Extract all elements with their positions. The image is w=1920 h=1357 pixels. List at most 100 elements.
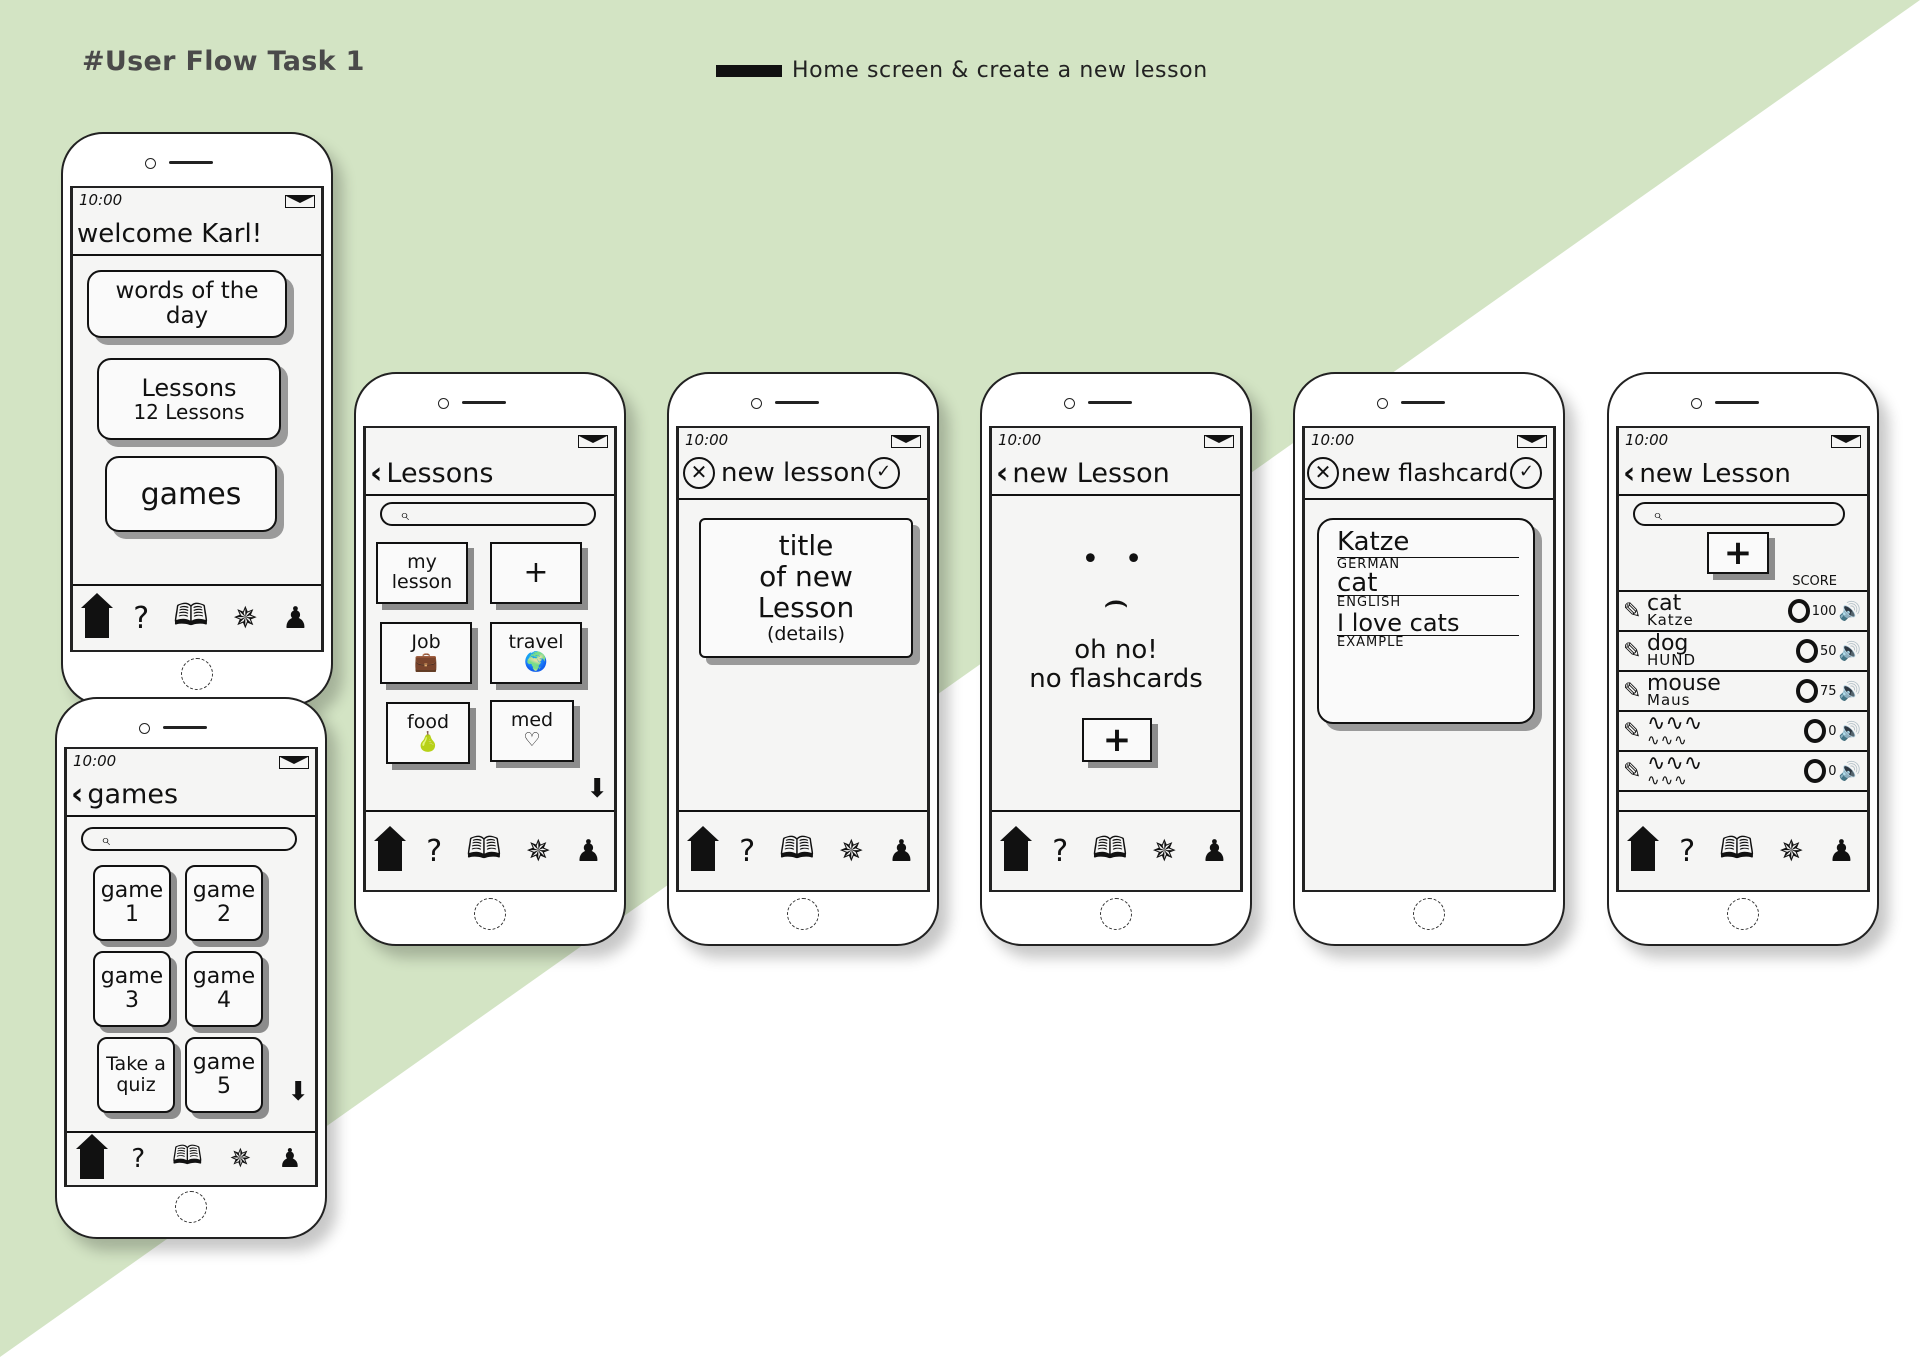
game-tile-2[interactable]: game 2 bbox=[185, 865, 263, 941]
home-button[interactable] bbox=[474, 898, 506, 930]
game-tile-1[interactable]: game 1 bbox=[93, 865, 171, 941]
edit-pencil-icon[interactable]: ✎ bbox=[1623, 758, 1642, 784]
example-input[interactable]: I love cats bbox=[1337, 611, 1519, 636]
tile-label: travel bbox=[508, 631, 564, 654]
game-tile-3[interactable]: game 3 bbox=[93, 951, 171, 1027]
home-icon[interactable] bbox=[1627, 826, 1660, 871]
home-header: welcome Karl! bbox=[73, 213, 321, 256]
scroll-down-arrow-icon[interactable]: ⬇ bbox=[287, 1077, 309, 1107]
book-icon[interactable]: 🕮 bbox=[1092, 830, 1128, 866]
add-flashcard-button[interactable]: + bbox=[1082, 718, 1152, 762]
home-icon[interactable] bbox=[81, 593, 114, 638]
english-word-input[interactable]: cat bbox=[1337, 570, 1519, 597]
lesson-tile-my-lesson[interactable]: my lesson bbox=[376, 542, 468, 604]
add-flashcard-button[interactable]: + bbox=[1707, 532, 1769, 574]
speaker-play-icon[interactable]: 🔊 bbox=[1838, 720, 1861, 742]
words-of-the-day-card[interactable]: words of the day bbox=[87, 270, 287, 338]
row-words: ∿∿∿∿∿∿ bbox=[1647, 753, 1804, 788]
phone-games: 10:00 ‹ games ⌕ game 1 game 2 game 3 gam… bbox=[55, 697, 327, 1239]
question-icon[interactable]: ? bbox=[131, 1144, 146, 1174]
home-button[interactable] bbox=[787, 898, 819, 930]
confirm-icon[interactable]: ✓ bbox=[867, 457, 900, 489]
lesson-tile-food[interactable]: food 🍐 bbox=[386, 702, 470, 764]
new-lesson-form-screen: 10:00 ✕ new lesson ✓ title of new Lesson… bbox=[676, 426, 930, 892]
star-burst-icon[interactable]: ✵ bbox=[1778, 833, 1804, 869]
question-icon[interactable]: ? bbox=[739, 833, 756, 869]
back-arrow-icon[interactable]: ‹ bbox=[370, 456, 383, 491]
back-arrow-icon[interactable]: ‹ bbox=[996, 456, 1009, 491]
question-icon[interactable]: ? bbox=[1679, 833, 1696, 869]
back-arrow-icon[interactable]: ‹ bbox=[71, 777, 84, 812]
tile-label: my bbox=[407, 551, 437, 574]
lesson-tile-travel[interactable]: travel 🌍 bbox=[490, 622, 582, 684]
person-icon[interactable]: ♟ bbox=[1828, 833, 1855, 869]
add-lesson-button[interactable]: + bbox=[490, 542, 582, 604]
person-icon[interactable]: ♟ bbox=[282, 600, 309, 636]
person-icon[interactable]: ♟ bbox=[1201, 833, 1228, 869]
speaker-play-icon[interactable]: 🔊 bbox=[1838, 680, 1861, 702]
scroll-down-arrow-icon[interactable]: ⬇ bbox=[586, 774, 608, 804]
book-icon[interactable]: 🕮 bbox=[173, 597, 209, 633]
search-input[interactable]: ⌕ bbox=[81, 827, 297, 851]
book-icon[interactable]: 🕮 bbox=[466, 830, 502, 866]
home-icon[interactable] bbox=[76, 1134, 109, 1179]
take-a-quiz-tile[interactable]: Take a quiz bbox=[97, 1037, 175, 1113]
book-icon[interactable]: 🕮 bbox=[1719, 830, 1755, 866]
lesson-tile-med[interactable]: med ♡ bbox=[490, 700, 574, 762]
lesson-tile-job[interactable]: Job 💼 bbox=[380, 622, 472, 684]
person-icon[interactable]: ♟ bbox=[278, 1144, 302, 1174]
home-icon[interactable] bbox=[687, 826, 720, 871]
question-icon[interactable]: ? bbox=[133, 600, 150, 636]
german-word-input[interactable]: Katze bbox=[1337, 528, 1519, 558]
home-icon[interactable] bbox=[374, 826, 407, 871]
speaker-play-icon[interactable]: 🔊 bbox=[1838, 760, 1861, 782]
lesson-details-input[interactable]: title of new Lesson (details) bbox=[699, 518, 913, 658]
mail-icon bbox=[578, 435, 608, 448]
home-button[interactable] bbox=[1727, 898, 1759, 930]
home-button[interactable] bbox=[1413, 898, 1445, 930]
flashcard-row[interactable]: ✎ ∿∿∿∿∿∿ 0🔊 bbox=[1619, 710, 1867, 750]
edit-pencil-icon[interactable]: ✎ bbox=[1623, 638, 1642, 664]
edit-pencil-icon[interactable]: ✎ bbox=[1623, 598, 1642, 624]
search-input[interactable]: ⌕ bbox=[380, 502, 596, 526]
cancel-icon[interactable]: ✕ bbox=[1307, 457, 1339, 489]
cancel-icon[interactable]: ✕ bbox=[683, 457, 715, 489]
game-tile-4[interactable]: game 4 bbox=[185, 951, 263, 1027]
pear-icon: 🍐 bbox=[416, 731, 440, 753]
bottom-nav: ? 🕮 ✵ ♟ bbox=[73, 584, 321, 650]
person-icon[interactable]: ♟ bbox=[575, 833, 602, 869]
edit-pencil-icon[interactable]: ✎ bbox=[1623, 678, 1642, 704]
flashcard-row[interactable]: ✎ ∿∿∿∿∿∿ 0🔊 bbox=[1619, 750, 1867, 792]
question-icon[interactable]: ? bbox=[426, 833, 443, 869]
home-icon[interactable] bbox=[1000, 826, 1033, 871]
home-button[interactable] bbox=[1100, 898, 1132, 930]
search-input[interactable]: ⌕ bbox=[1633, 502, 1845, 526]
games-card[interactable]: games bbox=[105, 456, 277, 532]
confirm-icon[interactable]: ✓ bbox=[1510, 457, 1543, 489]
lessons-card-count: 12 Lessons bbox=[133, 400, 245, 425]
star-burst-icon[interactable]: ✵ bbox=[229, 1144, 252, 1174]
star-burst-icon[interactable]: ✵ bbox=[525, 833, 551, 869]
phone-top bbox=[57, 721, 325, 741]
star-burst-icon[interactable]: ✵ bbox=[1151, 833, 1177, 869]
speaker-play-icon[interactable]: 🔊 bbox=[1838, 600, 1861, 622]
question-icon[interactable]: ? bbox=[1052, 833, 1069, 869]
person-icon[interactable]: ♟ bbox=[888, 833, 915, 869]
star-burst-icon[interactable]: ✵ bbox=[838, 833, 864, 869]
book-icon[interactable]: 🕮 bbox=[779, 830, 815, 866]
book-icon[interactable]: 🕮 bbox=[172, 1141, 203, 1171]
english-label: ENGLISH bbox=[1337, 595, 1402, 611]
speaker-play-icon[interactable]: 🔊 bbox=[1838, 640, 1861, 662]
star-burst-icon[interactable]: ✵ bbox=[232, 600, 258, 636]
home-button[interactable] bbox=[175, 1191, 207, 1223]
edit-pencil-icon[interactable]: ✎ bbox=[1623, 718, 1642, 744]
back-arrow-icon[interactable]: ‹ bbox=[1623, 456, 1636, 491]
game-tile-5[interactable]: game 5 bbox=[185, 1037, 263, 1113]
tile-number: 2 bbox=[217, 902, 231, 927]
lessons-card[interactable]: Lessons 12 Lessons bbox=[97, 358, 281, 440]
home-button[interactable] bbox=[181, 658, 213, 690]
search-icon: ⌕ bbox=[101, 830, 110, 849]
